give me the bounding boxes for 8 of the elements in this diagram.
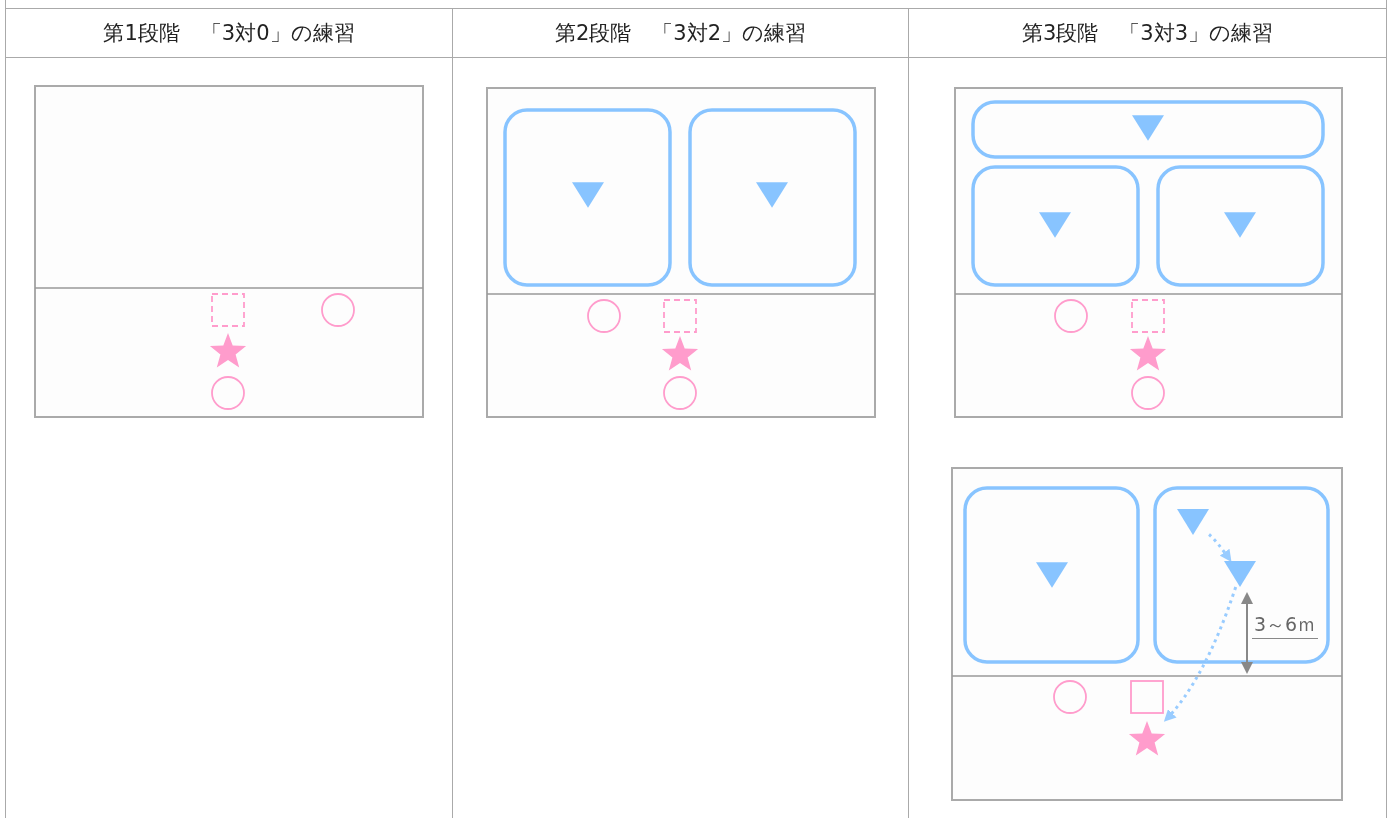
arrow: [1163, 586, 1238, 722]
column-header: 第1段階 「3対0」の練習: [5, 8, 453, 58]
arrow: [1208, 533, 1233, 562]
triangle-icon: [1177, 509, 1209, 535]
column-header: 第3段階 「3対3」の練習: [908, 8, 1387, 58]
star-icon: [1128, 721, 1166, 757]
column-header: 第2段階 「3対2」の練習: [452, 8, 909, 58]
triangle-icon: [1224, 561, 1256, 587]
